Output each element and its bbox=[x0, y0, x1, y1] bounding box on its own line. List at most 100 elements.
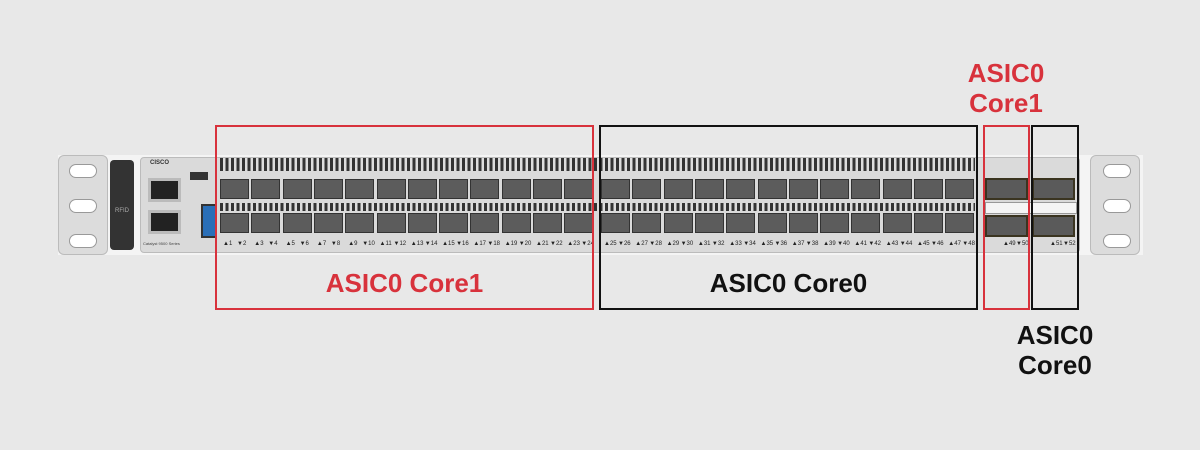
sfp-port-21[interactable] bbox=[533, 179, 562, 199]
port-label: ▼4 bbox=[268, 241, 278, 247]
port-label: ▲47 bbox=[948, 241, 961, 247]
port-label: ▼20 bbox=[518, 241, 532, 247]
port-label: ▲21 bbox=[536, 241, 549, 247]
qsfp-port-52[interactable] bbox=[1032, 215, 1075, 237]
sfp-port-41[interactable] bbox=[851, 179, 881, 199]
port-label: ▼28 bbox=[649, 241, 662, 247]
port-label: ▼38 bbox=[805, 241, 819, 247]
left-rack-ear bbox=[58, 155, 108, 255]
sfp-port-16[interactable] bbox=[439, 213, 469, 233]
sfp-port-44[interactable] bbox=[882, 213, 912, 233]
port-label: ▲5 bbox=[285, 241, 295, 247]
region-asic0-core0-ports-25-48 bbox=[599, 125, 978, 310]
port-label: ▼46 bbox=[931, 241, 944, 247]
sfp-port-15[interactable] bbox=[439, 179, 469, 199]
sfp-port-31[interactable] bbox=[694, 179, 724, 199]
sfp-port-35[interactable] bbox=[757, 179, 787, 199]
sfp-port-34[interactable] bbox=[726, 213, 756, 233]
port-label: ▲39 bbox=[823, 241, 836, 247]
sfp-port-36[interactable] bbox=[757, 213, 787, 233]
sfp-port-12[interactable] bbox=[376, 213, 406, 233]
region-asic0-core0-ports-51-52 bbox=[1031, 125, 1079, 310]
sfp-port-14[interactable] bbox=[407, 213, 437, 233]
sfp-port-42[interactable] bbox=[851, 213, 881, 233]
sfp-port-43[interactable] bbox=[882, 179, 912, 199]
sfp-port-5[interactable] bbox=[282, 179, 312, 199]
region-label-core0: ASIC0 Core0 bbox=[709, 268, 868, 298]
port-label: ▲13 bbox=[410, 241, 424, 247]
port-label: ▼26 bbox=[618, 241, 631, 247]
sfp-port-17[interactable] bbox=[470, 179, 500, 199]
rfid-label: RFID bbox=[115, 208, 129, 214]
port-label: ▲17 bbox=[473, 241, 487, 247]
sfp-port-26[interactable] bbox=[601, 213, 630, 233]
sfp-port-40[interactable] bbox=[820, 213, 850, 233]
sfp-port-47[interactable] bbox=[945, 179, 975, 199]
sfp-port-28[interactable] bbox=[632, 213, 662, 233]
sfp-port-48[interactable] bbox=[945, 213, 975, 233]
port-label: ▲19 bbox=[504, 241, 518, 247]
port-label: ▲23 bbox=[567, 241, 580, 247]
qsfp-port-49[interactable] bbox=[985, 178, 1028, 200]
port-label: ▲33 bbox=[729, 241, 742, 247]
cisco-logo: CISCO bbox=[150, 160, 170, 166]
port-label: ▼6 bbox=[299, 241, 309, 247]
port-label: ▼44 bbox=[899, 241, 913, 247]
sfp-port-45[interactable] bbox=[914, 179, 943, 199]
sfp-port-18[interactable] bbox=[470, 213, 500, 233]
region-asic0-core1-ports-1-24 bbox=[215, 125, 594, 310]
port-label: ▲43 bbox=[885, 241, 899, 247]
port-label: ▼32 bbox=[711, 241, 725, 247]
sfp-port-4[interactable] bbox=[251, 213, 281, 233]
label-line: Core0 bbox=[1018, 350, 1092, 380]
port-label: ▲51 bbox=[1050, 241, 1063, 247]
sfp-port-10[interactable] bbox=[345, 213, 375, 233]
port-label: ▼12 bbox=[393, 241, 407, 247]
label-line: Core1 bbox=[969, 88, 1043, 118]
model-label: Catalyst 9500 Series bbox=[143, 241, 180, 246]
sfp-port-11[interactable] bbox=[376, 179, 406, 199]
port-label: ▲27 bbox=[635, 241, 648, 247]
sfp-port-19[interactable] bbox=[501, 179, 531, 199]
sfp-port-9[interactable] bbox=[345, 179, 375, 199]
port-label: ▲29 bbox=[666, 241, 680, 247]
sfp-port-25[interactable] bbox=[601, 179, 630, 199]
port-label: ▼50 bbox=[1016, 241, 1029, 247]
sfp-port-20[interactable] bbox=[501, 213, 531, 233]
sfp-port-8[interactable] bbox=[313, 213, 343, 233]
port-label: ▲41 bbox=[854, 241, 868, 247]
label-line: ASIC0 bbox=[1016, 320, 1094, 350]
mgmt-port[interactable] bbox=[148, 178, 181, 202]
sfp-port-38[interactable] bbox=[788, 213, 818, 233]
mini-usb-port[interactable] bbox=[190, 172, 208, 180]
port-label: ▼34 bbox=[743, 241, 756, 247]
console-port[interactable] bbox=[148, 210, 181, 234]
sfp-port-39[interactable] bbox=[820, 179, 850, 199]
port-label: ▼40 bbox=[837, 241, 850, 247]
port-label: ▲1 bbox=[223, 241, 233, 247]
sfp-port-30[interactable] bbox=[663, 213, 693, 233]
qsfp-port-50[interactable] bbox=[985, 215, 1028, 237]
sfp-port-32[interactable] bbox=[694, 213, 724, 233]
port-label: ▼14 bbox=[424, 241, 438, 247]
port-label: ▲45 bbox=[917, 241, 930, 247]
port-label: ▲35 bbox=[760, 241, 774, 247]
sfp-port-6[interactable] bbox=[282, 213, 312, 233]
port-label: ▼36 bbox=[774, 241, 788, 247]
sfp-port-27[interactable] bbox=[632, 179, 662, 199]
sfp-port-29[interactable] bbox=[663, 179, 693, 199]
sfp-port-13[interactable] bbox=[407, 179, 437, 199]
sfp-port-7[interactable] bbox=[313, 179, 343, 199]
sfp-port-33[interactable] bbox=[726, 179, 756, 199]
sfp-port-46[interactable] bbox=[914, 213, 943, 233]
sfp-port-22[interactable] bbox=[533, 213, 562, 233]
qsfp-port-51[interactable] bbox=[1032, 178, 1075, 200]
sfp-port-2[interactable] bbox=[220, 213, 249, 233]
sfp-port-3[interactable] bbox=[251, 179, 281, 199]
sfp-port-37[interactable] bbox=[788, 179, 818, 199]
port-label: ▲25 bbox=[604, 241, 617, 247]
sfp-port-1[interactable] bbox=[220, 179, 249, 199]
port-label: ▲31 bbox=[697, 241, 711, 247]
